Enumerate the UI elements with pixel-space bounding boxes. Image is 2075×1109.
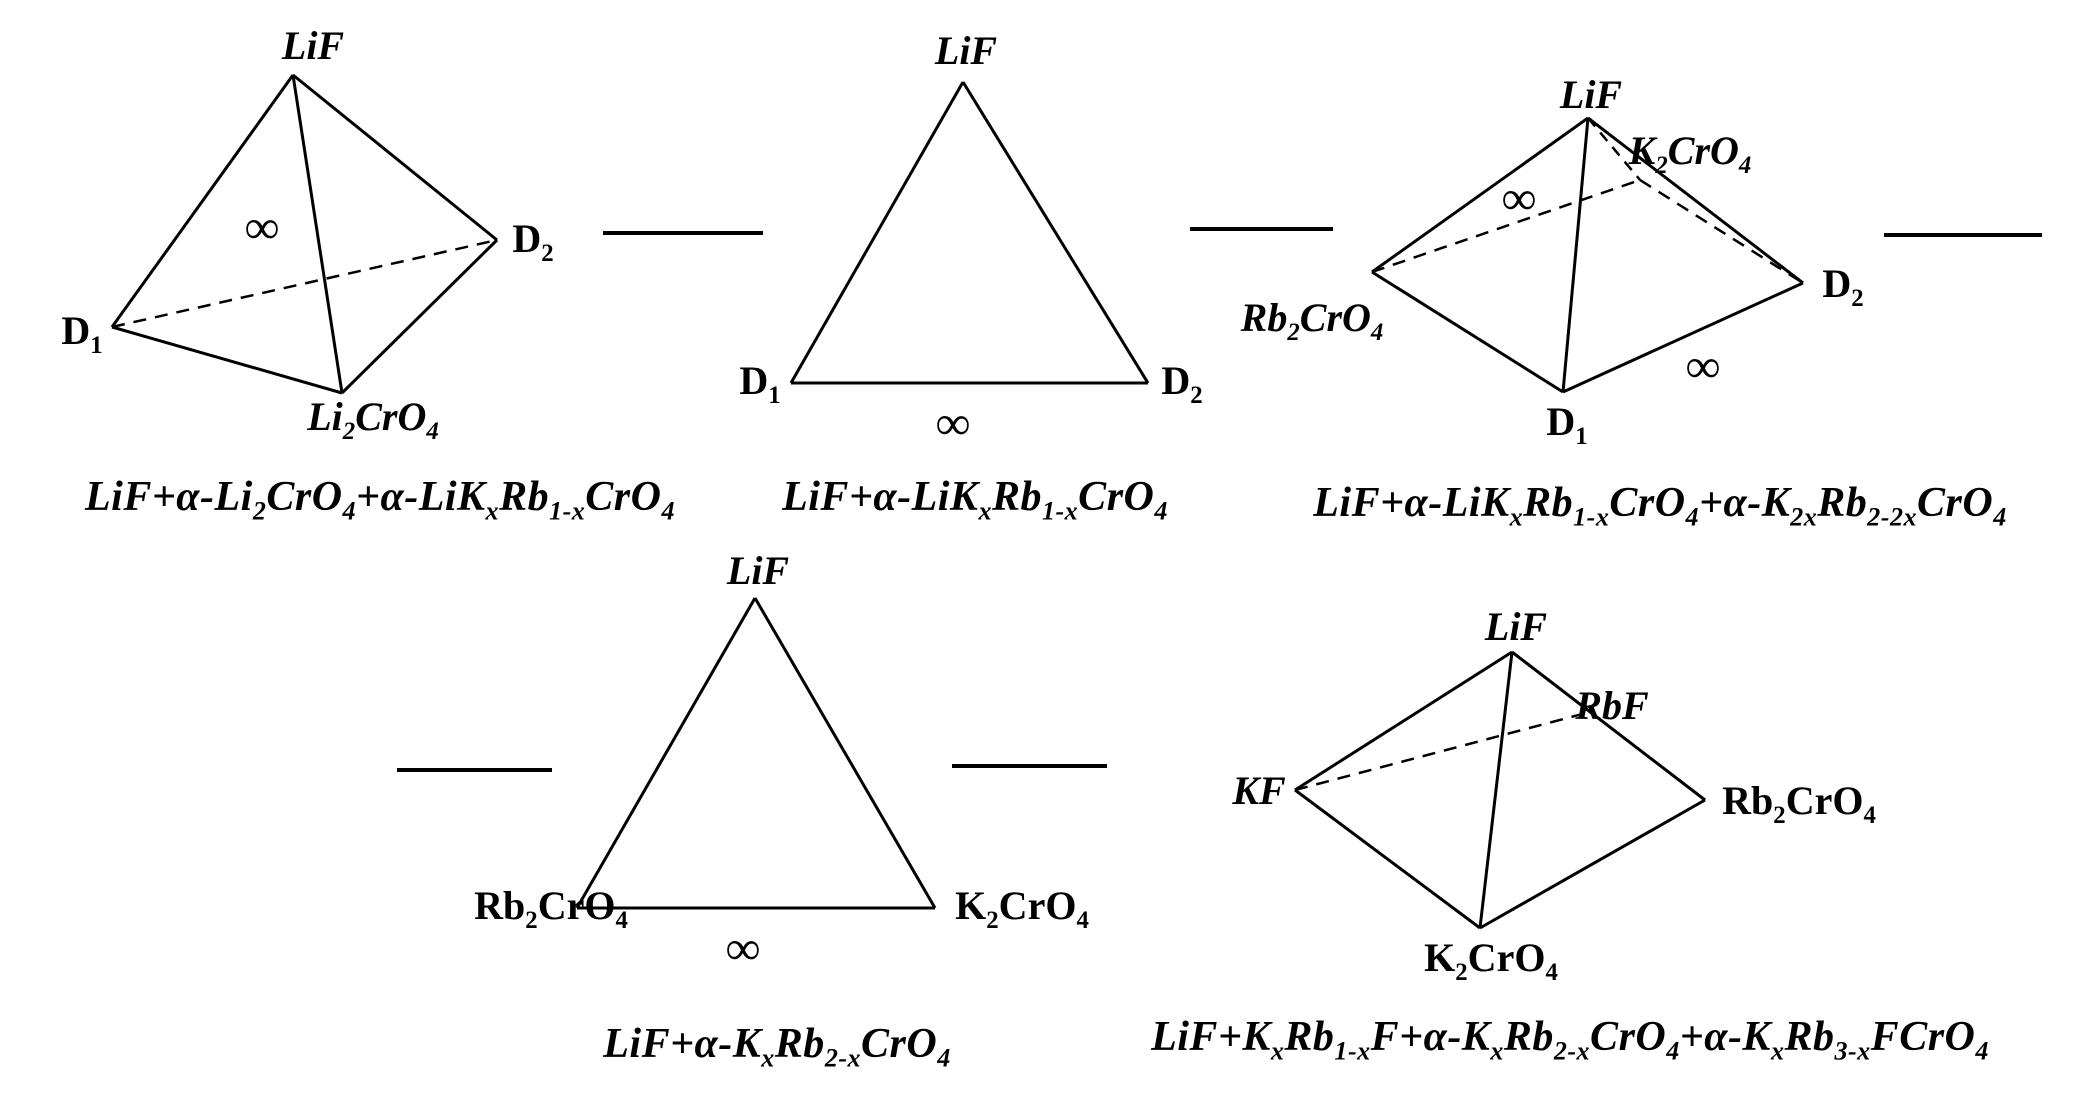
vertex-label-rb2cro4: Rb2CrO4 [1240, 295, 1384, 346]
edge-lif-d1 [110, 74, 295, 328]
triangle-2 [575, 597, 937, 910]
vertex-label-lif: LiF [726, 548, 790, 593]
edge-lif-kf [1294, 650, 1513, 792]
edge-lif-rb2cro4 [575, 597, 757, 909]
vertex-label-li2cro4: Li2CrO4 [307, 394, 439, 445]
edge-lif-k2cro4 [753, 597, 937, 909]
edge-lif-rbf-hidden [1511, 651, 1591, 713]
edge-k2cro4-rb2cro4 [1479, 798, 1706, 930]
edge-d1-d2-hidden [111, 238, 498, 329]
vertex-label-rb2cro4: Rb2CrO4 [474, 883, 628, 934]
vertex-label-d1: D1 [739, 358, 781, 409]
vertex-label-k2cro4: K2CrO4 [955, 883, 1089, 934]
vertex-label-rb2cro4: Rb2CrO4 [1722, 778, 1876, 829]
edge-li2cro4-d2 [340, 238, 499, 395]
vertex-label-lif: LiF [1559, 72, 1623, 117]
vertex-label-lif: LiF [1484, 604, 1548, 649]
vertex-label-d2: D2 [1822, 261, 1864, 312]
edge-lif-d1 [1561, 117, 1590, 393]
edge-lif-d2 [1587, 116, 1804, 285]
edge-lif-d2 [961, 81, 1150, 384]
edge-lif-k2cro4-hidden [1587, 117, 1641, 181]
edge-d1-d2 [1562, 281, 1804, 394]
edge-k2cro4-d2-hidden [1639, 178, 1804, 285]
caption-4: LiF+α-KxRb2-xCrO4 [603, 1021, 951, 1073]
vertex-label-d1: D1 [1546, 399, 1588, 450]
edge-lif-k2cro4 [1478, 651, 1514, 929]
vertex-label-k2cro4: K2CrO4 [1424, 935, 1558, 986]
edge-lif-li2cro4 [291, 74, 344, 394]
vertex-label-lif: LiF [281, 23, 345, 68]
vertex-label-d1: D1 [61, 308, 103, 359]
infinity-symbol: ∞ [1685, 340, 1721, 393]
edge-d1-li2cro4 [111, 325, 343, 395]
vertex-label-lif: LiF [934, 28, 998, 73]
infinity-symbol: ∞ [244, 201, 280, 254]
edge-lif-rb2cro4 [1371, 116, 1589, 274]
vertex-label-d2: D2 [512, 216, 554, 267]
vertex-label-k2cro4: K2CrO4 [1628, 128, 1752, 179]
edge-lif-d2 [292, 73, 498, 242]
line-group [110, 73, 2042, 930]
vertex-label-rbf: RbF [1575, 683, 1649, 728]
tetrahedron-1 [110, 73, 499, 395]
edge-lif-d1 [789, 81, 965, 384]
pyramid-1 [1371, 116, 1804, 394]
caption-2: LiF+α-LiKxRb1-xCrO4 [782, 474, 1168, 526]
caption-3: LiF+α-LiKxRb1-xCrO4+α-K2xRb2-2xCrO4 [1313, 480, 2007, 532]
vertex-label-d2: D2 [1161, 358, 1203, 409]
edge-rb2cro4-d1 [1371, 270, 1564, 394]
vertex-label-kf: KF [1232, 768, 1286, 813]
edge-kf-rbf-hidden [1294, 710, 1591, 792]
infinity-symbol: ∞ [725, 922, 761, 975]
pyramid-2 [1294, 650, 1706, 930]
infinity-symbol: ∞ [935, 397, 971, 450]
edge-kf-k2cro4 [1294, 788, 1481, 930]
triangle-1 [789, 81, 1150, 385]
caption-1: LiF+α-Li2CrO4+α-LiKxRb1-xCrO4 [84, 474, 676, 526]
caption-5: LiF+KxRb1-xF+α-KxRb2-xCrO4+α-KxRb3-xFCrO… [1151, 1014, 1989, 1066]
infinity-symbol: ∞ [1501, 172, 1537, 225]
edge-rb2cro4-k2cro4-hidden [1371, 178, 1641, 274]
edge-rbf-rb2cro4-hidden [1589, 711, 1706, 801]
